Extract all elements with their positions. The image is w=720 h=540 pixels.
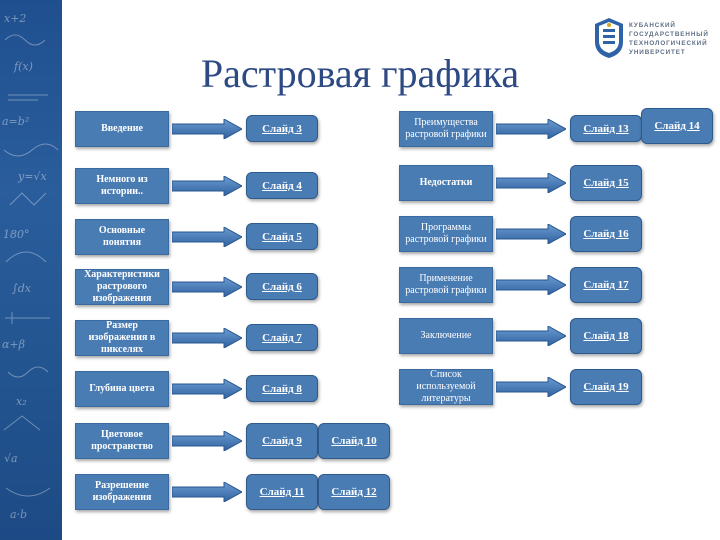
arrow-right-icon xyxy=(496,224,566,244)
topic-resolution: Разрешение изображения xyxy=(75,474,169,510)
slide-link-15[interactable]: Слайд 15 xyxy=(570,165,642,201)
university-emblem-icon xyxy=(595,18,623,58)
slide-link-text[interactable]: Слайд 13 xyxy=(583,122,629,135)
arrow-right-icon xyxy=(172,119,242,139)
topic-color-depth: Глубина цвета xyxy=(75,371,169,407)
university-name-line: КУБАНСКИЙ xyxy=(629,22,676,29)
slide-link-4[interactable]: Слайд 4 xyxy=(246,172,318,199)
slide-link-text[interactable]: Слайд 3 xyxy=(262,122,302,135)
topic-application: Применение растровой графики xyxy=(399,267,493,303)
arrow-right-icon xyxy=(496,119,566,139)
topic-history: Немного из истории.. xyxy=(75,168,169,204)
slide-link-text[interactable]: Слайд 9 xyxy=(262,435,302,447)
slide-link-14[interactable]: Слайд 14 xyxy=(641,108,713,144)
slide-link-text[interactable]: Слайд 8 xyxy=(262,382,302,395)
page-title: Растровая графика xyxy=(200,51,520,96)
svg-text:180°: 180° xyxy=(3,228,30,241)
slide-link-3[interactable]: Слайд 3 xyxy=(246,115,318,142)
arrow-right-icon xyxy=(172,431,242,451)
topic-disadvantages: Недостатки xyxy=(399,165,493,201)
arrow-right-icon xyxy=(496,377,566,397)
slide-link-7[interactable]: Слайд 7 xyxy=(246,324,318,351)
svg-text:x₂: x₂ xyxy=(16,395,27,408)
university-name-line: ГОСУДАРСТВЕННЫЙ xyxy=(629,31,709,38)
topic-characteristics: Характеристики растрового изображения xyxy=(75,269,169,305)
slide-link-5[interactable]: Слайд 5 xyxy=(246,223,318,250)
slide-link-text[interactable]: Слайд 7 xyxy=(262,331,302,344)
slide-link-text[interactable]: Слайд 19 xyxy=(583,381,629,393)
svg-text:y=√x: y=√x xyxy=(17,170,47,183)
topic-introduction: Введение xyxy=(75,111,169,147)
slide-link-text[interactable]: Слайд 17 xyxy=(583,279,629,291)
slide-link-18[interactable]: Слайд 18 xyxy=(570,318,642,354)
university-logo: КУБАНСКИЙ ГОСУДАРСТВЕННЫЙ ТЕХНОЛОГИЧЕСКИ… xyxy=(592,14,709,64)
arrow-right-icon xyxy=(172,277,242,297)
arrow-right-icon xyxy=(172,227,242,247)
slide-link-9[interactable]: Слайд 9 xyxy=(246,423,318,459)
side-decoration-strip: x+2 f(x) a=b² y=√x 180° ∫dx α+β x₂ √a a·… xyxy=(0,0,62,540)
topic-color-space: Цветовое пространство xyxy=(75,423,169,459)
svg-text:∫dx: ∫dx xyxy=(12,282,32,295)
topic-image-size: Размер изображения в пикселях xyxy=(75,320,169,356)
university-name-line: УНИВЕРСИТЕТ xyxy=(629,49,686,56)
university-name-line: ТЕХНОЛОГИЧЕСКИЙ xyxy=(629,40,708,47)
svg-text:α+β: α+β xyxy=(2,338,25,351)
svg-text:a·b: a·b xyxy=(10,508,27,521)
slide-link-text[interactable]: Слайд 18 xyxy=(583,330,629,342)
slide-link-text[interactable]: Слайд 16 xyxy=(583,228,629,240)
arrow-right-icon xyxy=(172,379,242,399)
svg-text:√a: √a xyxy=(4,452,18,465)
slide-link-text[interactable]: Слайд 11 xyxy=(259,486,305,498)
slide-link-6[interactable]: Слайд 6 xyxy=(246,273,318,300)
slide-link-text[interactable]: Слайд 5 xyxy=(262,230,302,243)
slide-link-text[interactable]: Слайд 15 xyxy=(583,177,629,189)
slide-link-text[interactable]: Слайд 10 xyxy=(331,435,377,447)
topic-advantages: Преимущества растровой графики xyxy=(399,111,493,147)
arrow-right-icon xyxy=(172,176,242,196)
arrow-right-icon xyxy=(496,326,566,346)
slide-link-13[interactable]: Слайд 13 xyxy=(570,115,642,142)
svg-text:x+2: x+2 xyxy=(4,12,26,25)
slide-link-text[interactable]: Слайд 4 xyxy=(262,179,302,192)
slide-link-8[interactable]: Слайд 8 xyxy=(246,375,318,402)
topic-conclusion: Заключение xyxy=(399,318,493,354)
topic-programs: Программы растровой графики xyxy=(399,216,493,252)
arrow-right-icon xyxy=(496,275,566,295)
slide-link-12[interactable]: Слайд 12 xyxy=(318,474,390,510)
university-name: КУБАНСКИЙ ГОСУДАРСТВЕННЫЙ ТЕХНОЛОГИЧЕСКИ… xyxy=(629,21,709,57)
topic-references: Список используемой литературы xyxy=(399,369,493,405)
slide-link-text[interactable]: Слайд 12 xyxy=(331,486,377,498)
slide-link-text[interactable]: Слайд 6 xyxy=(262,280,302,293)
slide-link-19[interactable]: Слайд 19 xyxy=(570,369,642,405)
slide-link-10[interactable]: Слайд 10 xyxy=(318,423,390,459)
slide-link-11[interactable]: Слайд 11 xyxy=(246,474,318,510)
svg-text:a=b²: a=b² xyxy=(2,115,29,128)
arrow-right-icon xyxy=(496,173,566,193)
svg-text:f(x): f(x) xyxy=(13,60,33,73)
arrow-right-icon xyxy=(172,482,242,502)
chalk-formulas-decoration: x+2 f(x) a=b² y=√x 180° ∫dx α+β x₂ √a a·… xyxy=(2,12,59,521)
topic-basic-concepts: Основные понятия xyxy=(75,219,169,255)
slide-link-16[interactable]: Слайд 16 xyxy=(570,216,642,252)
arrow-right-icon xyxy=(172,328,242,348)
slide-link-17[interactable]: Слайд 17 xyxy=(570,267,642,303)
slide-link-text[interactable]: Слайд 14 xyxy=(654,120,700,132)
